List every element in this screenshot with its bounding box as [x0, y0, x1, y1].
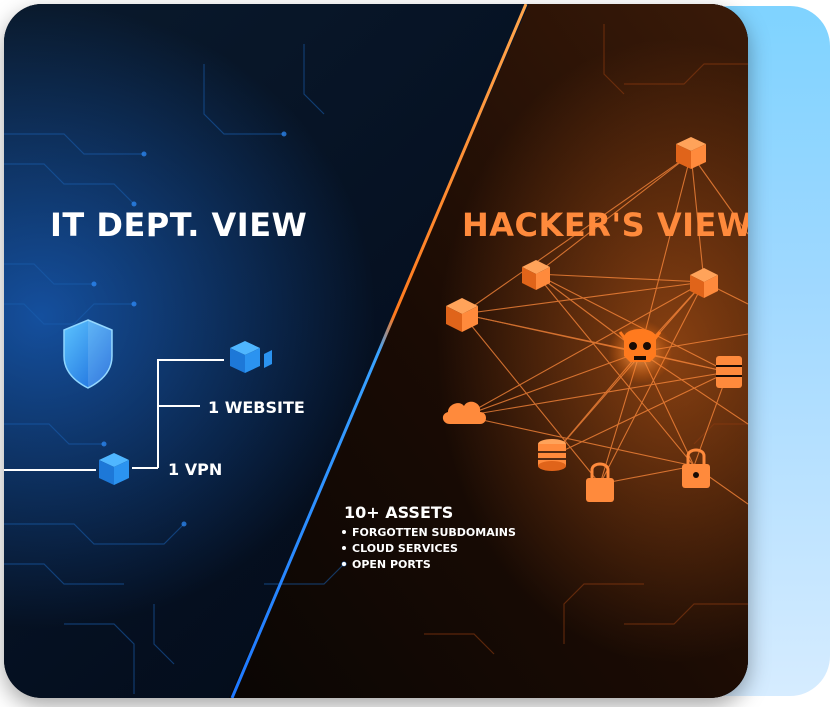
lock-icon [682, 448, 710, 488]
asset-item: FORGOTTEN SUBDOMAINS [352, 526, 516, 539]
server-icon [716, 356, 742, 388]
vpn-cube-icon [99, 453, 129, 485]
comparison-illustration: IT DEPT. VIEW 1 WEBSITE [4, 4, 748, 698]
asset-item: OPEN PORTS [352, 558, 431, 571]
box-icon [446, 298, 478, 332]
it-view-title: IT DEPT. VIEW [50, 206, 307, 244]
database-icon [538, 439, 566, 471]
lock-icon [586, 462, 614, 502]
assets-list: FORGOTTEN SUBDOMAINS CLOUD SERVICES OPEN… [342, 526, 516, 571]
box-icon [522, 260, 550, 290]
split-divider [230, 4, 528, 698]
website-label: 1 WEBSITE [208, 398, 305, 417]
box-icon [676, 137, 706, 169]
it-connector-lines [4, 359, 224, 471]
vpn-label: 1 VPN [168, 460, 222, 479]
comparison-card: IT DEPT. VIEW 1 WEBSITE [4, 4, 748, 698]
shield-icon [63, 319, 113, 389]
circuit-traces-right [424, 24, 748, 655]
cloud-icon [442, 401, 486, 424]
circuit-traces-left [4, 44, 345, 694]
asset-item: CLOUD SERVICES [352, 542, 458, 555]
skull-icon [608, 320, 672, 384]
assets-heading: 10+ ASSETS [344, 503, 453, 522]
hacker-view-title: HACKER'S VIEW [462, 206, 748, 244]
website-cube-icon [230, 341, 272, 373]
box-icon [690, 268, 718, 298]
